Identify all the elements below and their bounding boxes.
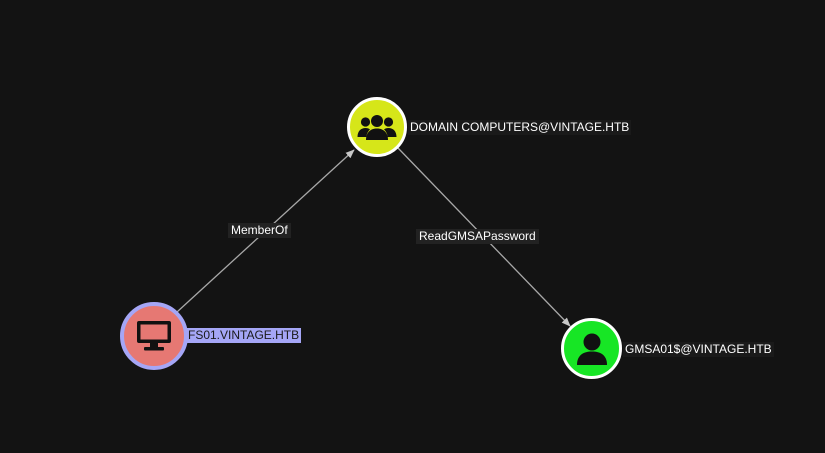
edge-label-memberof[interactable]: MemberOf [228, 223, 291, 238]
node-label-domain-computers[interactable]: DOMAIN COMPUTERS@VINTAGE.HTB [408, 120, 632, 135]
edge-label-readgmsapassword[interactable]: ReadGMSAPassword [416, 229, 539, 244]
user-icon [575, 332, 609, 366]
desktop-computer-icon [136, 320, 172, 352]
node-label-fs01[interactable]: FS01.VINTAGE.HTB [186, 328, 302, 343]
node-domain-computers[interactable] [347, 97, 407, 157]
node-gmsa01[interactable] [561, 318, 622, 379]
users-icon [357, 112, 397, 142]
node-label-gmsa01[interactable]: GMSA01$@VINTAGE.HTB [623, 342, 774, 357]
node-fs01[interactable] [120, 302, 188, 370]
